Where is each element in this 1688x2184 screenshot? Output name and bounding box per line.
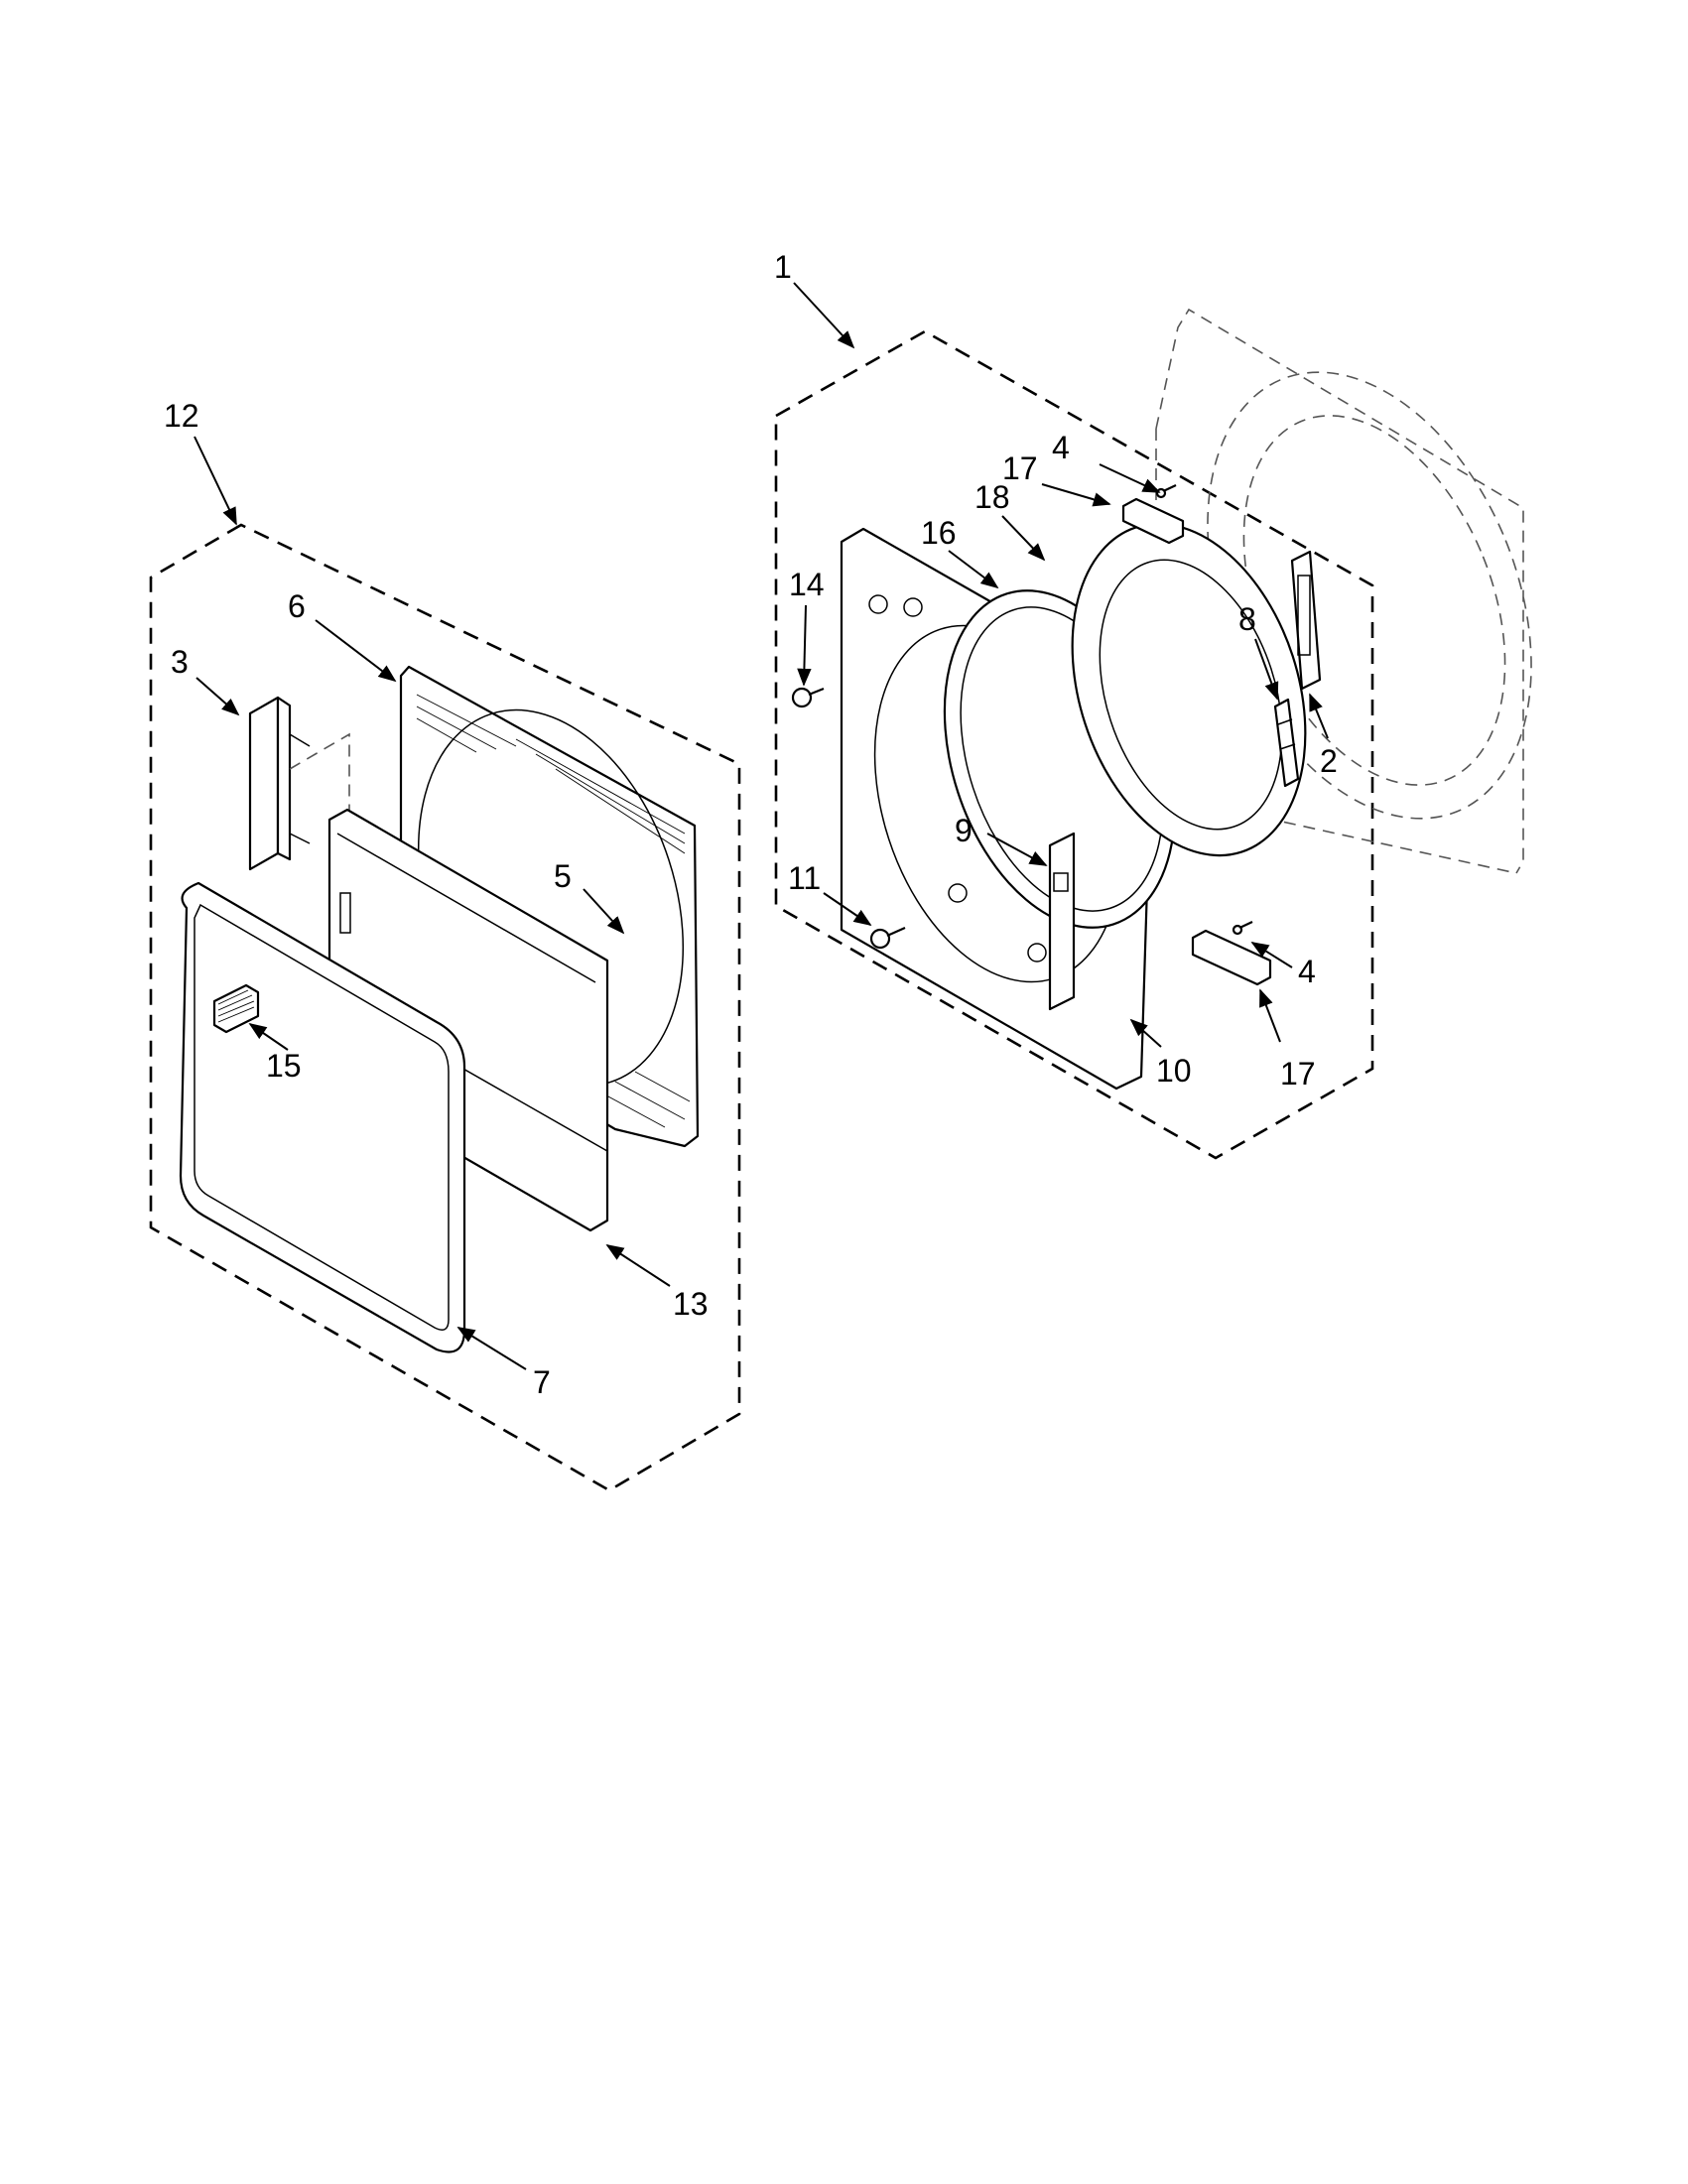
callout-17-top: 17 xyxy=(1002,450,1038,486)
callout-6: 6 xyxy=(288,588,306,624)
callout-10: 10 xyxy=(1156,1053,1192,1089)
part-9-bracket xyxy=(1048,832,1076,1011)
callout-9: 9 xyxy=(955,813,973,848)
callout-4-top: 4 xyxy=(1052,430,1070,465)
callout-14: 14 xyxy=(789,567,825,602)
callout-17-bottom: 17 xyxy=(1280,1056,1316,1092)
callout-16: 16 xyxy=(921,515,957,551)
screw-4-bottom xyxy=(1232,921,1253,936)
callout-18: 18 xyxy=(974,479,1010,515)
part-17-strip-top xyxy=(1121,497,1185,545)
callout-4-bottom: 4 xyxy=(1298,954,1316,989)
assembly-12-outline xyxy=(149,523,741,1492)
part-3-vent-cover xyxy=(248,696,311,871)
callout-8: 8 xyxy=(1238,601,1256,637)
callout-15: 15 xyxy=(266,1048,302,1084)
callout-12: 12 xyxy=(164,398,199,434)
callout-3: 3 xyxy=(171,644,189,680)
part-15-badge xyxy=(212,983,260,1034)
leader-lines xyxy=(194,282,1329,1370)
screw-4-top xyxy=(1155,484,1177,499)
part-8-hinge xyxy=(1273,698,1300,788)
callout-7: 7 xyxy=(533,1364,551,1400)
callout-2: 2 xyxy=(1320,743,1338,779)
callout-13: 13 xyxy=(673,1286,709,1322)
part-17-strip-bottom xyxy=(1191,929,1272,986)
callout-1: 1 xyxy=(774,249,792,285)
part-2-latch xyxy=(1290,550,1322,691)
callout-labels: 1 2 3 4 4 5 6 7 8 9 10 11 12 13 14 15 16… xyxy=(164,249,1338,1400)
callout-5: 5 xyxy=(554,858,572,894)
assembly-1-outline xyxy=(774,329,1374,1160)
screw-14 xyxy=(791,687,825,708)
callout-11: 11 xyxy=(788,860,821,896)
part-18-drum-ring xyxy=(1071,522,1307,857)
screw-11 xyxy=(869,926,906,950)
